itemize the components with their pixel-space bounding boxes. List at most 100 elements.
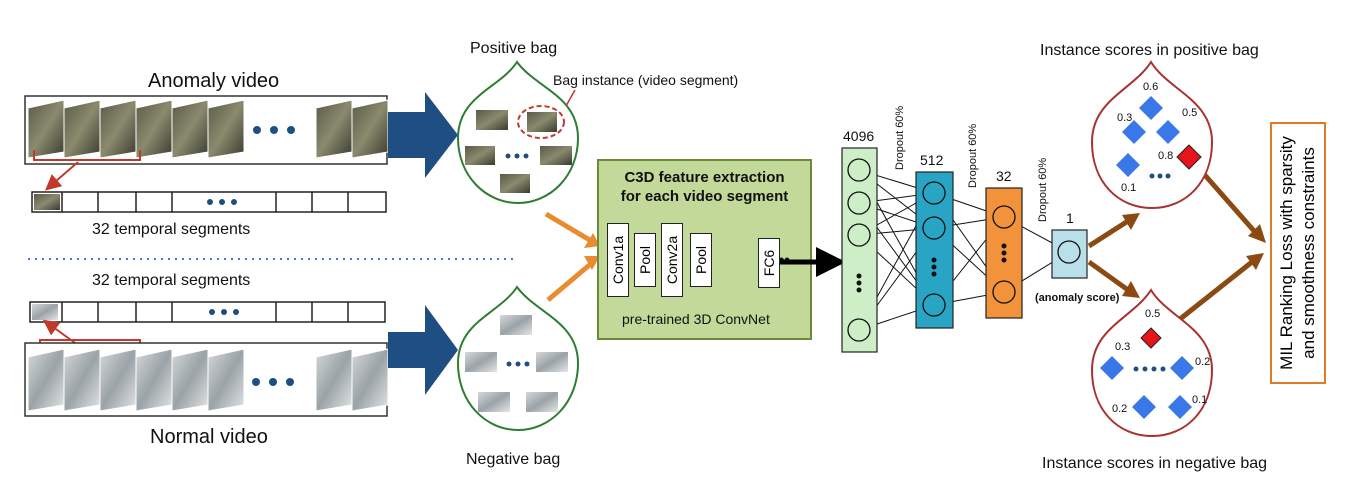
c3d-title-line1: C3D feature extraction	[624, 169, 785, 186]
normal-video-strip	[24, 342, 389, 417]
score-diamond	[1170, 356, 1194, 380]
positive-scores-title: Instance scores in positive bag	[1040, 42, 1259, 59]
normal-video-label: Normal video	[150, 426, 268, 448]
pos-score-4: 0.8	[1158, 150, 1174, 162]
network-node	[847, 223, 871, 247]
blue-arrow-top	[388, 92, 458, 178]
segment-bar-top	[31, 191, 387, 213]
pool2-label: Pool	[693, 245, 709, 275]
fc6-label: FC6	[761, 249, 778, 277]
c3d-title-line2: for each video segment	[620, 188, 789, 205]
fc6-layer: FC6	[758, 238, 780, 288]
pos-score-1: 0.6	[1143, 81, 1159, 93]
network-node	[922, 293, 946, 317]
pool1-label: Pool	[637, 245, 653, 275]
video-frame	[207, 99, 245, 159]
positive-bag	[456, 60, 580, 205]
video-frame	[351, 99, 389, 159]
network-node	[1057, 240, 1081, 264]
segments-label-bottom: 32 temporal segments	[92, 272, 251, 289]
bag-instance-label: Bag instance (video segment)	[553, 72, 739, 88]
c3d-subtitle: pre-trained 3D ConvNet	[622, 311, 770, 327]
brown-arrows	[1087, 163, 1266, 329]
video-frame	[135, 348, 173, 412]
score-diamond	[1176, 144, 1202, 170]
video-frame	[315, 348, 353, 412]
segment-bar-bottom	[29, 301, 386, 323]
negative-bag-label: Negative bag	[466, 451, 561, 468]
instance-callout-line	[565, 89, 576, 107]
anomaly-video-strip	[24, 95, 389, 165]
score-diamond	[1116, 153, 1140, 177]
network-nodes	[847, 158, 1081, 342]
pos-score-3: 0.5	[1182, 107, 1198, 119]
video-frame	[315, 99, 353, 159]
network-node	[992, 280, 1016, 304]
score-diamond	[1139, 96, 1163, 120]
conv1a-label: Conv1a	[610, 235, 627, 285]
video-frame	[207, 348, 245, 412]
video-frame	[27, 99, 65, 159]
video-frame	[135, 99, 173, 159]
pool1-layer: Pool	[634, 233, 656, 287]
segment-pointer-top	[44, 161, 79, 191]
orange-arrows	[544, 211, 600, 302]
network-node	[922, 216, 946, 240]
negative-scores-title: Instance scores in negative bag	[1042, 455, 1268, 472]
neg-score-2: 0.3	[1115, 341, 1131, 353]
dropout-label-1: Dropout 60%	[894, 105, 906, 170]
layer-size-32: 32	[996, 168, 1012, 184]
video-frame	[99, 99, 137, 159]
network-node	[847, 318, 871, 342]
conv1a-layer: Conv1a	[607, 223, 629, 297]
anomaly-video-label: Anomaly video	[148, 70, 280, 92]
score-diamond	[1132, 395, 1156, 419]
pos-score-2: 0.3	[1117, 112, 1133, 124]
mil-loss-line2: and smoothness constraints	[1299, 147, 1318, 359]
mil-loss-line1: MIL Ranking Loss with sparsity	[1277, 136, 1296, 370]
fc-layer-512	[915, 171, 954, 329]
layer-size-4096: 4096	[843, 128, 875, 144]
video-frame	[171, 348, 209, 412]
positive-bag-label: Positive bag	[470, 40, 558, 57]
neg-score-4: 0.2	[1112, 403, 1128, 415]
score-diamond	[1100, 356, 1124, 380]
positive-score-bag	[1090, 60, 1214, 210]
score-diamond	[1168, 395, 1192, 419]
dropout-label-3: Dropout 60%	[1037, 157, 1049, 222]
video-frame	[27, 348, 65, 412]
fc-layer-4096	[841, 147, 878, 353]
neg-score-3: 0.2	[1195, 356, 1211, 368]
neg-score-1: 0.5	[1145, 308, 1161, 320]
video-frame	[171, 99, 209, 159]
segment-pointer-bottom	[42, 319, 79, 346]
anomaly-score-label: (anomaly score)	[1035, 292, 1120, 304]
conv2a-label: Conv2a	[664, 235, 681, 285]
pos-score-5: 0.1	[1121, 182, 1137, 194]
conv2a-layer: Conv2a	[661, 223, 683, 297]
score-ellipsis	[1133, 173, 1171, 372]
fc-layer-1	[1051, 229, 1088, 279]
c3d-title: C3D feature extraction for each video se…	[598, 168, 811, 206]
segments-label-top: 32 temporal segments	[92, 221, 251, 238]
dropout-label-2: Dropout 60%	[967, 123, 979, 188]
network-node	[992, 205, 1016, 229]
layer-size-1: 1	[1066, 210, 1074, 226]
score-diamond	[1122, 120, 1146, 144]
pool2-layer: Pool	[690, 233, 712, 287]
video-frame	[351, 348, 389, 412]
video-frame	[63, 99, 101, 159]
segment-bracket-top	[33, 150, 141, 161]
video-frame	[99, 348, 137, 412]
network-node	[847, 191, 871, 215]
negative-bag	[456, 285, 580, 432]
neg-score-5: 0.1	[1192, 394, 1208, 406]
network-ellipsis	[856, 243, 1007, 293]
video-frame	[63, 348, 101, 412]
layer-size-512: 512	[920, 152, 944, 168]
score-diamond	[1156, 120, 1180, 144]
network-node	[847, 158, 871, 182]
network-node	[922, 181, 946, 205]
